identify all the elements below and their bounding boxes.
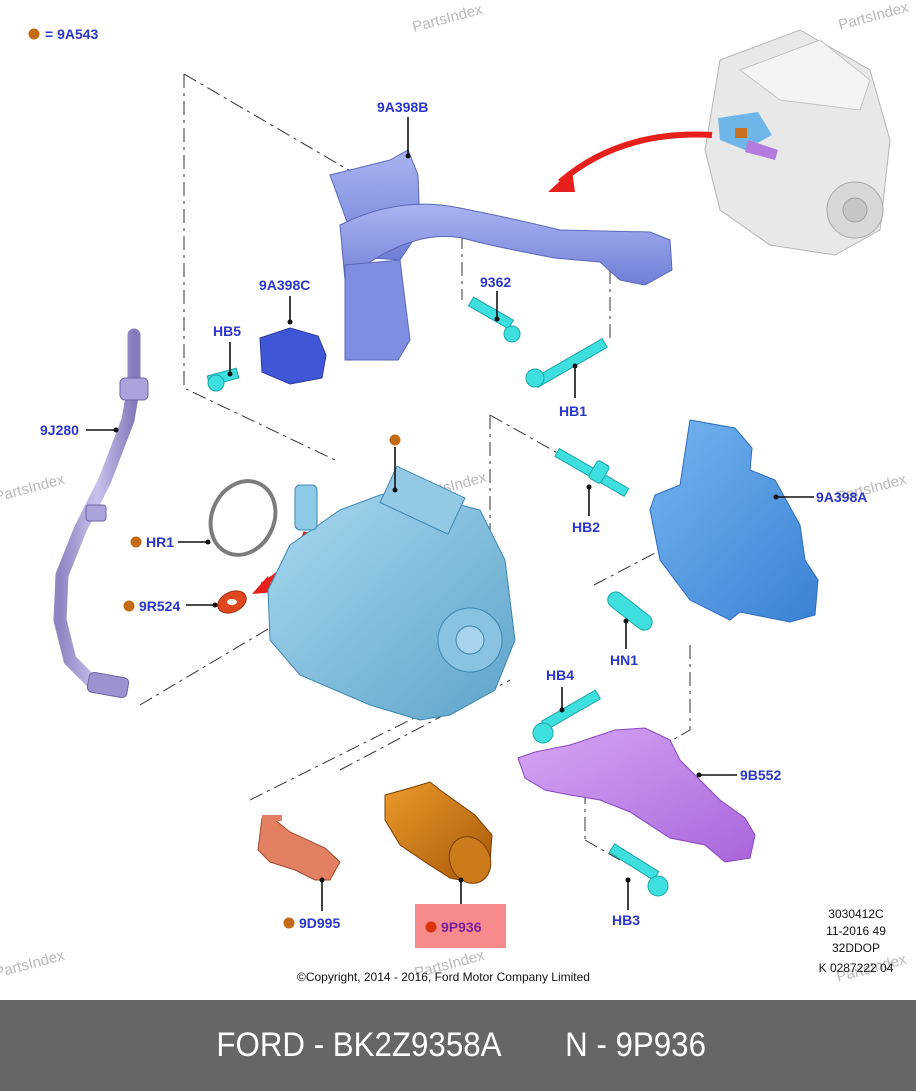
reference-line: K 0287222 04 (819, 961, 894, 975)
part-9P936-solenoid (384, 781, 493, 884)
legend-dot-icon (28, 28, 40, 40)
part-labels: 9A398B 9A398C HB5 9362 HB1 9J280 HR1 9R5… (40, 99, 867, 935)
label-9P936[interactable]: 9P936 (441, 919, 482, 935)
part-number-text: FORD - BK2Z9358A (215, 1026, 501, 1064)
part-9J280-tube (53, 328, 149, 699)
part-9R524-washer (217, 590, 247, 614)
part-9D995-sensor (257, 815, 341, 881)
label-HR1[interactable]: HR1 (146, 534, 174, 550)
kit-dot-icon (283, 917, 295, 929)
kit-dot-icon (130, 536, 142, 548)
reference-line: 11-2016 49 (826, 924, 886, 938)
label-9362[interactable]: 9362 (480, 274, 511, 290)
part-9B552-bracket (517, 727, 756, 863)
label-HB1[interactable]: HB1 (559, 403, 587, 419)
label-9A398A[interactable]: 9A398A (816, 489, 867, 505)
pin-HN1 (607, 591, 653, 631)
bolt-HB2 (554, 447, 630, 498)
footer-bar: FORD - BK2Z9358A N - 9P936 (0, 1000, 916, 1091)
part-HR1-ring (208, 479, 278, 557)
bolt-9362 (467, 296, 521, 343)
parts-diagram: PartsIndex PartsIndex PartsIndex PartsIn… (0, 0, 911, 986)
kit-dot-icon (425, 921, 437, 933)
bolts (206, 296, 669, 897)
locator-arrow-icon (558, 131, 713, 185)
label-9A398C[interactable]: 9A398C (259, 277, 310, 293)
label-9B552[interactable]: 9B552 (740, 767, 781, 783)
label-9A398B[interactable]: 9A398B (377, 99, 428, 115)
legend-text: = 9A543 (45, 26, 99, 42)
locator-arrowhead-icon (548, 170, 575, 192)
bolt-HB1 (525, 337, 608, 389)
diagram-ref-text: N - 9P936 (565, 1026, 707, 1064)
label-9D995[interactable]: 9D995 (299, 915, 340, 931)
leader-lines (86, 117, 814, 920)
part-9A398A-shield (649, 419, 819, 623)
label-9J280[interactable]: 9J280 (40, 422, 79, 438)
reference-line: 3030412C (828, 907, 884, 921)
label-9R524[interactable]: 9R524 (139, 598, 180, 614)
label-HB3[interactable]: HB3 (612, 912, 640, 928)
part-9A398B-bracket (329, 149, 673, 361)
watermark: PartsIndex (0, 947, 67, 982)
bolt-HB5 (206, 367, 240, 392)
bolt-HB3 (608, 843, 669, 897)
label-HB2[interactable]: HB2 (572, 519, 600, 535)
label-HN1[interactable]: HN1 (610, 652, 638, 668)
watermark: PartsIndex (411, 1, 485, 36)
bolt-HB4 (532, 689, 602, 744)
kit-dot-icon (389, 434, 401, 446)
label-HB4[interactable]: HB4 (546, 667, 574, 683)
kit-dot-icon (123, 600, 135, 612)
reference-block: 3030412C 11-2016 49 32DDOP K 0287222 04 (819, 907, 894, 975)
legend: = 9A543 (28, 26, 99, 42)
watermark: PartsIndex (0, 471, 67, 506)
engine-overview-image (704, 29, 891, 256)
part-fuel-pump (267, 465, 516, 721)
kit-markers (123, 434, 401, 929)
part-9A398C-block (259, 327, 327, 385)
watermark: PartsIndex (837, 0, 911, 34)
label-HB5[interactable]: HB5 (213, 323, 241, 339)
copyright-text: ©Copyright, 2014 - 2016, Ford Motor Comp… (297, 970, 590, 984)
reference-line: 32DDOP (832, 941, 880, 955)
